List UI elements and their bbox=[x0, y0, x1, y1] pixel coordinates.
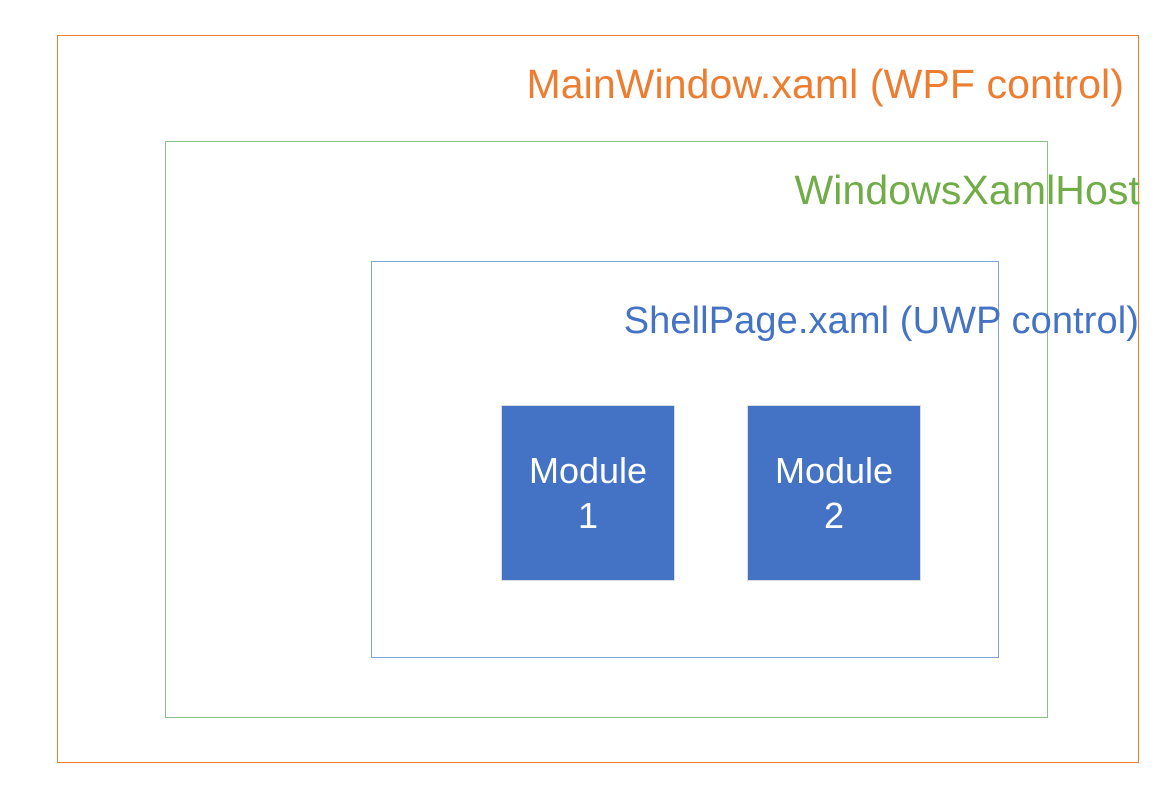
wpf-layer-label: MainWindow.xaml (WPF control) bbox=[526, 61, 1124, 107]
module-2-index: 2 bbox=[823, 495, 845, 536]
module-1-name: Module bbox=[528, 450, 648, 491]
module-1-index: 1 bbox=[577, 495, 599, 536]
uwp-shellpage-layer-box bbox=[371, 261, 999, 658]
module-tile-1: Module 1 bbox=[501, 405, 675, 581]
windows-xaml-host-layer-label: WindowsXamlHost bbox=[794, 167, 1140, 213]
windows-xaml-host-layer-box bbox=[165, 141, 1048, 718]
module-2-name: Module bbox=[774, 450, 894, 491]
module-tile-2: Module 2 bbox=[747, 405, 921, 581]
wpf-layer-box bbox=[57, 35, 1139, 763]
uwp-shellpage-layer-label: ShellPage.xaml (UWP control) bbox=[623, 300, 1139, 342]
